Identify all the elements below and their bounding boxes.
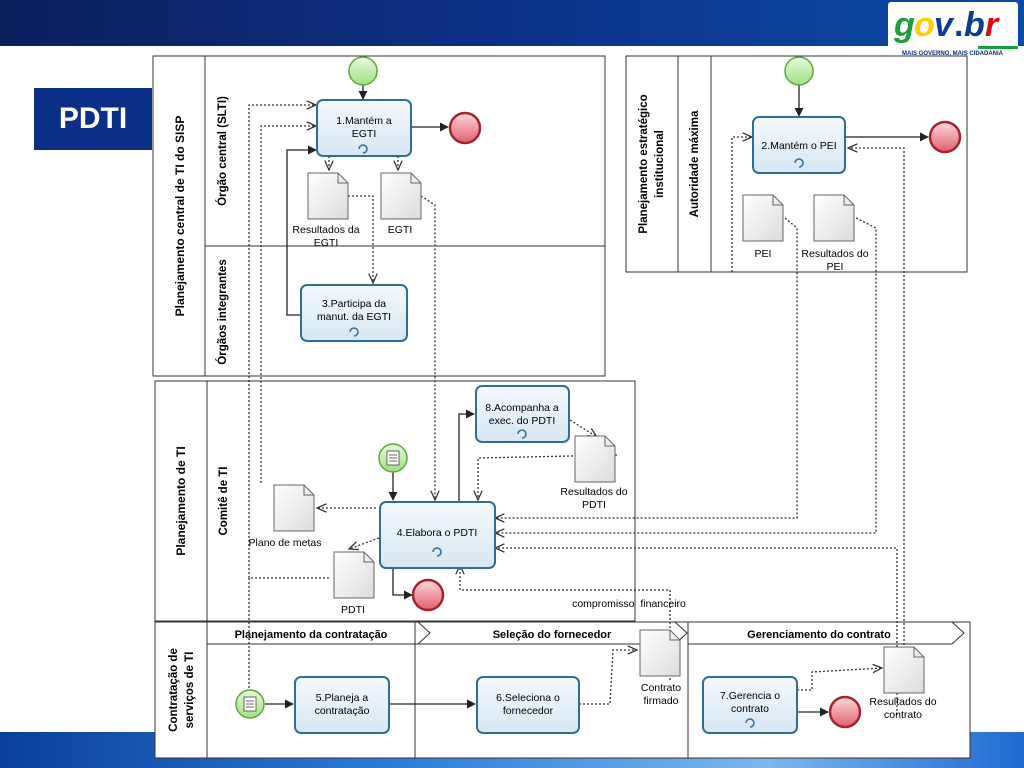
task-5-label-2: contratação [315,705,370,717]
start-event-pei [784,56,814,86]
events [235,56,962,729]
doc-egti-label: EGTI [388,224,413,236]
svg-text:MAIS GOVERNO, MAIS CIDADANIA: MAIS GOVERNO, MAIS CIDADANIA [902,51,1004,57]
task-4[interactable]: 4.Elabora o PDTI [379,501,496,569]
loop-icon [517,429,527,439]
doc-plano-metas-label: Plano de metas [249,537,322,549]
doc-resultados-egti-label-2: EGTI [314,237,339,249]
end-event-pei [928,120,962,154]
start-event-contratacao-icon [235,689,265,719]
doc-resultados-pdti-label: Resultados do [560,486,627,498]
svg-text:g: g [893,6,915,44]
doc-pei-label: PEI [755,248,772,260]
task-1-label-2: EGTI [352,128,377,140]
pool-pei: Planejamento estratégico institucional A… [625,55,968,273]
task-6-label-2: fornecedor [503,705,554,717]
task-2-label: 2.Mantém o PEI [761,140,836,152]
loop-icon [432,547,442,557]
task-3-label: 3.Participa da [322,298,386,310]
task-2[interactable]: 2.Mantém o PEI [752,116,846,174]
data-flows [248,105,905,715]
task-1[interactable]: 1.Mantém a EGTI [316,99,412,157]
loop-icon [794,158,804,168]
lane-autoridade: Autoridade máxima [689,110,701,217]
doc-pdti-label: PDTI [341,604,365,616]
task-8-label-2: exec. do PDTI [489,415,556,427]
task-8[interactable]: 8.Acompanha a exec. do PDTI [475,385,570,443]
pool-contr-title-1: Contratação de [168,648,180,732]
task-6[interactable]: 6.Seleciona o fornecedor [476,676,580,734]
svg-text:v: v [934,6,955,44]
doc-contrato-firmado: Contrato firmado [639,629,681,707]
task-3-label-2: manut. da EGTI [317,311,391,323]
task-7-label: 7.Gerencia o [720,690,780,702]
loop-icon [745,718,755,728]
start-event-comite-icon [378,443,408,473]
pool-pei-title-2: institucional [654,130,666,198]
doc-resultados-egti-label: Resultados da [292,224,359,236]
task-7-label-2: contrato [731,703,769,715]
doc-resultados-egti: Resultados da EGTI [292,172,360,249]
doc-contrato-label-2: firmado [643,695,678,707]
loop-icon [358,144,368,154]
task-7[interactable]: 7.Gerencia o contrato [702,676,798,734]
task-5-label: 5.Planeja a [316,692,369,704]
phase-planejamento: Planejamento da contratação [235,629,388,641]
doc-contrato-label: Contrato [641,682,681,694]
lane-orgao-central: Órgão central (SLTI) [216,96,229,206]
doc-resultados-contrato: Resultados do contrato [869,646,937,721]
label-compromisso-financeiro: compromisso financeiro [572,598,686,610]
doc-pei: PEI [742,194,784,260]
task-5[interactable]: 5.Planeja a contratação [294,676,390,734]
task-8-label: 8.Acompanha a [485,402,559,414]
task-3[interactable]: 3.Participa da manut. da EGTI [300,284,408,342]
pool-sisp-title: Planejamento central de TI do SISP [173,116,187,317]
phase-gerenciamento: Gerenciamento do contrato [747,629,891,641]
doc-resultados-pdti-label-2: PDTI [582,499,606,511]
svg-text:r: r [985,6,1000,44]
end-event-pdti [411,578,445,612]
doc-resultados-pei: Resultados do PEI [801,194,869,273]
task-6-label: 6.Seleciona o [496,692,560,704]
svg-text:o: o [914,6,935,44]
end-event-slti [448,111,482,145]
slide-title: PDTI [34,88,152,150]
lane-comite: Comitê de TI [218,466,230,535]
doc-pdti: PDTI [333,551,375,616]
doc-resultados-pei-label-2: PEI [827,261,844,273]
pool-pti-title: Planejamento de TI [174,446,188,555]
doc-resultados-contrato-label-2: contrato [884,709,922,721]
phase-selecao: Seleção do fornecedor [493,629,612,641]
doc-resultados-pei-label: Resultados do [801,248,868,260]
top-banner [0,0,1024,46]
loop-icon [349,327,359,337]
task-1-label: 1.Mantém a [336,115,392,127]
govbr-logo: g o v . b r MAIS GOVERNO, MAIS CIDADANIA [888,2,1018,58]
doc-resultados-pdti: Resultados do PDTI [560,435,628,511]
doc-plano-metas: Plano de metas [249,484,322,549]
pool-contr-title-2: serviços de TI [184,652,196,729]
pool-pei-title-1: Planejamento estratégico [638,94,650,233]
doc-resultados-contrato-label: Resultados do [869,696,936,708]
doc-egti: EGTI [380,172,422,236]
task-4-label: 4.Elabora o PDTI [397,527,478,539]
svg-text:b: b [964,6,985,44]
svg-text:.: . [954,6,963,44]
start-event-slti [348,56,378,86]
sequence-flows [265,85,929,717]
end-event-contrato [828,695,862,729]
lane-orgaos-integrantes: Órgãos integrantes [216,259,229,364]
